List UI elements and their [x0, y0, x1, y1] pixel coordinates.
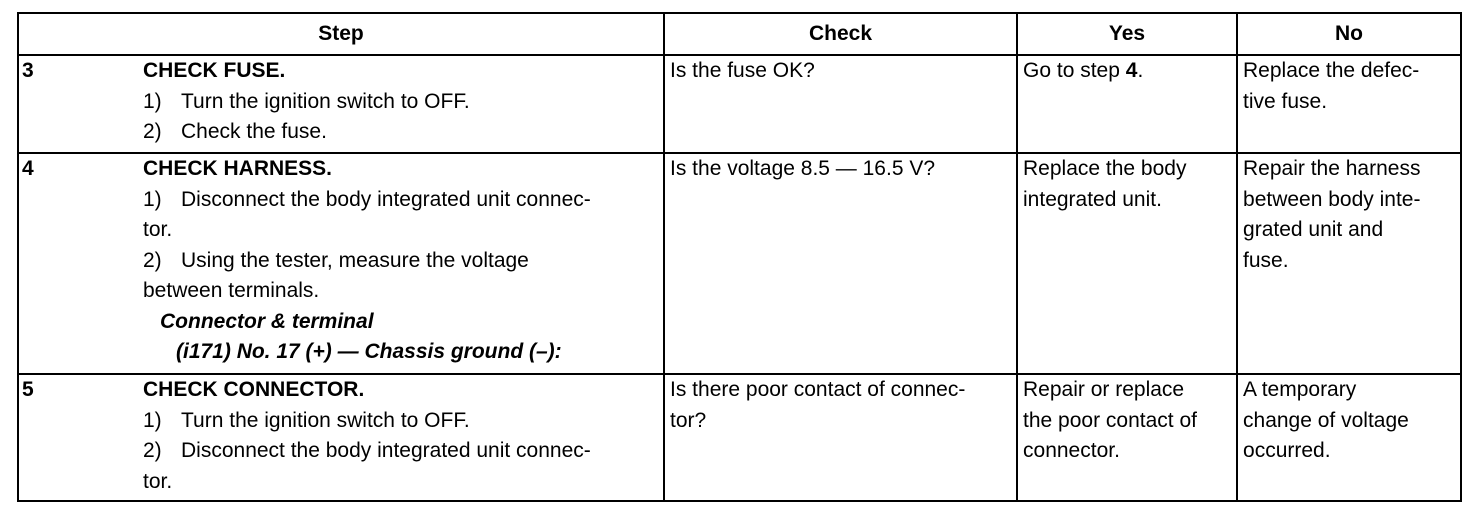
step-line: between terminals. — [143, 279, 320, 302]
connector-spec-title: Connector & terminal — [160, 309, 374, 333]
check-cell: Is the fuse OK? — [663, 54, 1019, 154]
check-cell: Is there poor contact of connec- tor? — [663, 373, 1019, 502]
header-row: Step Check Yes No — [16, 12, 1463, 56]
step-line: tor. — [143, 218, 173, 241]
step-line: 1)Disconnect the body integrated unit co… — [143, 187, 591, 211]
yes-cell: Repair or replace the poor contact of co… — [1016, 373, 1239, 502]
step-title: CHECK CONNECTOR. — [143, 378, 365, 401]
header-step: Step — [16, 12, 666, 56]
header-no: No — [1236, 12, 1463, 56]
step-line: 2)Check the fuse. — [143, 120, 327, 143]
step-cell: CHECK HARNESS. 1)Disconnect the body int… — [138, 152, 666, 375]
table-row: 3 CHECK FUSE. 1)Turn the ignition switch… — [17, 54, 1463, 154]
no-cell: Repair the harness between body inte- gr… — [1236, 152, 1463, 375]
step-line: tor. — [143, 469, 173, 493]
step-number: 5 — [17, 373, 138, 502]
connector-spec-value: (i171) No. 17 (+) — Chassis ground (–): — [176, 340, 562, 363]
step-cell: CHECK CONNECTOR. 1)Turn the ignition swi… — [138, 373, 666, 502]
header-yes: Yes — [1016, 12, 1239, 56]
check-cell: Is the voltage 8.5 — 16.5 V? — [663, 152, 1019, 375]
step-reference: 4 — [1125, 59, 1138, 82]
yes-cell: Replace the body integrated unit. — [1016, 152, 1239, 375]
step-cell: CHECK FUSE. 1)Turn the ignition switch t… — [138, 54, 666, 154]
no-cell: A temporary change of voltage occurred. — [1236, 373, 1463, 502]
no-cell: Replace the defec- tive fuse. — [1236, 54, 1463, 154]
step-title: CHECK FUSE. — [143, 59, 286, 82]
step-number: 3 — [17, 54, 138, 154]
step-line: 2)Disconnect the body integrated unit co… — [143, 439, 591, 462]
diagnostic-table: Step Check Yes No 3 CHECK FUSE. 1)Turn t… — [16, 12, 1463, 502]
step-line: 1)Turn the ignition switch to OFF. — [143, 89, 470, 113]
step-title: CHECK HARNESS. — [143, 157, 333, 180]
step-line: 1)Turn the ignition switch to OFF. — [143, 408, 470, 432]
table-row: 4 CHECK HARNESS. 1)Disconnect the body i… — [17, 152, 1463, 375]
table-row: 5 CHECK CONNECTOR. 1)Turn the ignition s… — [17, 373, 1463, 502]
yes-cell: Go to step 4. — [1016, 54, 1239, 154]
step-line: 2)Using the tester, measure the voltage — [143, 248, 529, 272]
header-check: Check — [663, 12, 1019, 56]
step-number: 4 — [17, 152, 138, 375]
